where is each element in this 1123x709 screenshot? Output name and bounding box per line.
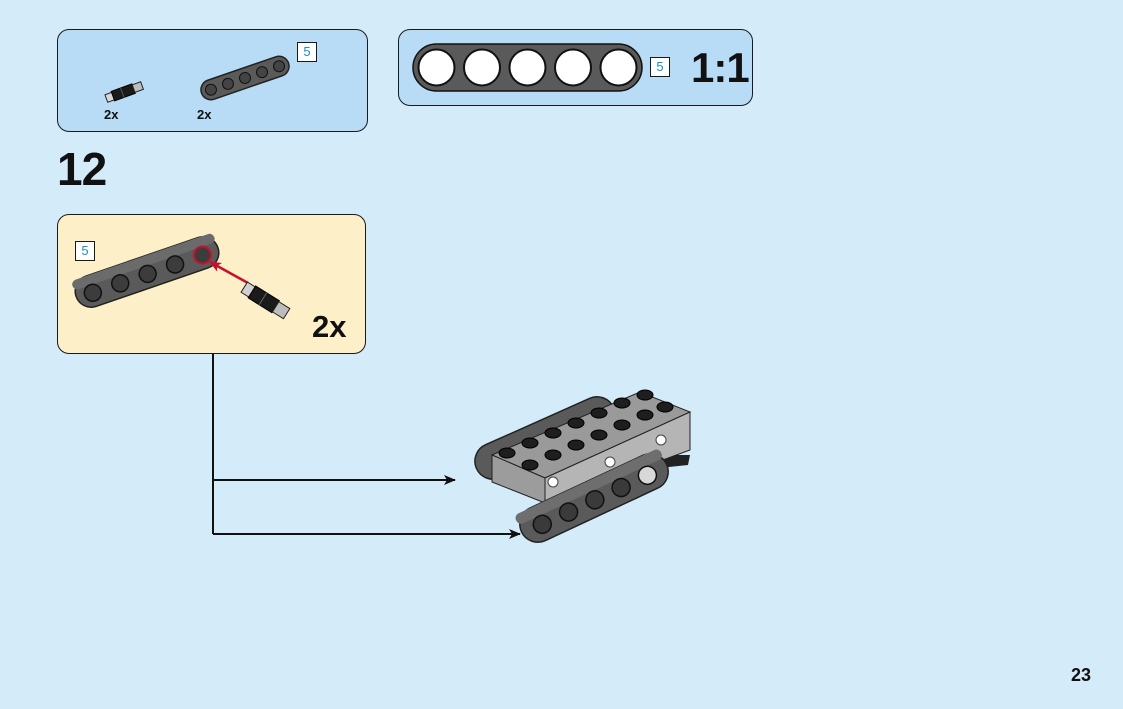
scale-ratio: 1:1	[691, 44, 750, 91]
beam-quantity: 2x	[197, 107, 212, 122]
insert-arrow-icon	[209, 260, 249, 285]
beam-5-icon	[200, 55, 290, 101]
beam-length-box: 5	[297, 42, 317, 62]
callout-connector	[212, 354, 521, 539]
scale-length-box: 5	[650, 57, 670, 77]
scale-beam-icon	[412, 43, 643, 92]
axle-pin-quantity: 2x	[104, 107, 119, 122]
page-number: 23	[1071, 665, 1092, 685]
subassembly-quantity: 2x	[312, 309, 347, 344]
main-model-icon	[474, 389, 692, 543]
subassembly-length-box: 5	[75, 241, 95, 261]
subassembly-pin-icon	[240, 281, 291, 320]
axle-pin-icon	[104, 81, 145, 103]
step-number: 12	[57, 143, 107, 195]
subassembly-beam-icon	[72, 233, 220, 308]
